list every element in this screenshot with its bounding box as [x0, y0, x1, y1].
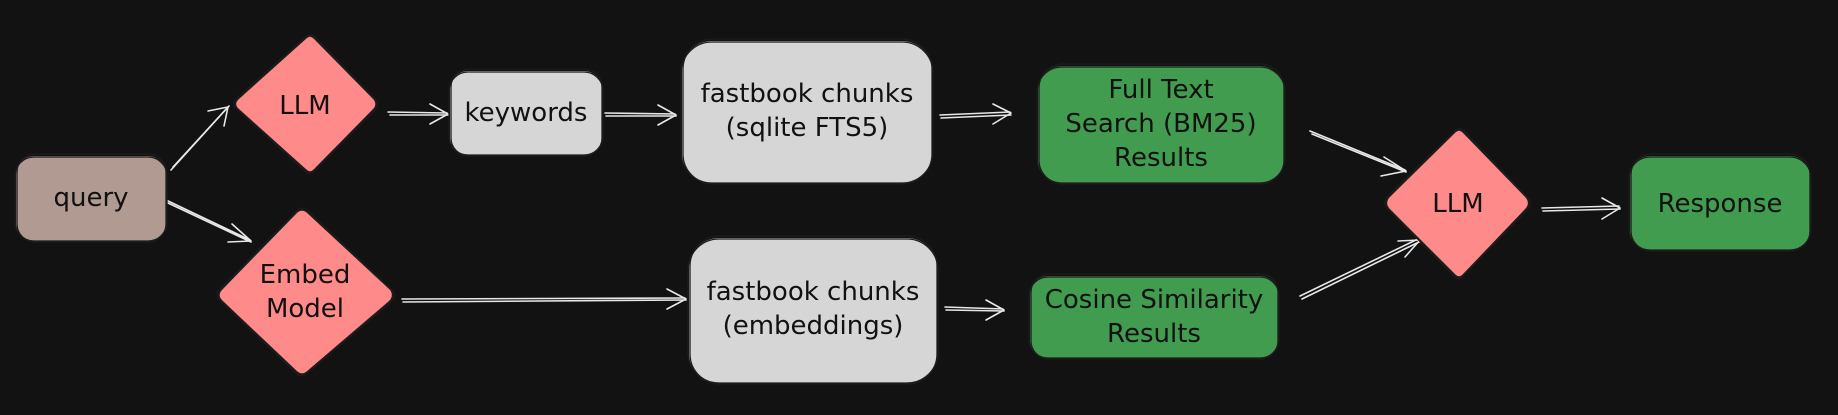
- response-label-line-1: Response: [1658, 189, 1783, 219]
- arrow-query-to-llm: [170, 105, 230, 171]
- fts-results-label-line-2: Search (BM25): [1065, 109, 1256, 139]
- cos-results-label-line-2: Results: [1107, 319, 1201, 349]
- emb-chunks-label-line-2: (embeddings): [723, 311, 904, 341]
- fts-chunks-label: fastbook chunks (sqlite FTS5): [701, 79, 914, 143]
- arrow-query-to-embed-model: [165, 199, 252, 243]
- fts-results-label-line-1: Full Text: [1108, 75, 1213, 105]
- llm-final-label-line-1: LLM: [1432, 189, 1483, 219]
- keywords-label: keywords: [465, 98, 588, 128]
- llm-top-label: LLM: [279, 91, 330, 121]
- keywords-node: keywords: [448, 68, 604, 157]
- arrow-cos-results-to-llm-final: [1299, 237, 1422, 300]
- arrow-llm-to-keywords: [387, 103, 449, 125]
- query-label-line-1: query: [53, 183, 128, 213]
- arrow-emb-chunks-to-cos-results: [944, 299, 1005, 321]
- query-node: query: [14, 153, 168, 243]
- emb-chunks-label: fastbook chunks (embeddings): [707, 277, 920, 341]
- query-label: query: [53, 183, 128, 213]
- llm-top-label-line-1: LLM: [279, 91, 330, 121]
- embed-model-label-line-1: Embed: [260, 260, 351, 290]
- embed-model-label-line-2: Model: [266, 294, 344, 324]
- emb-chunks-node: fastbook chunks (embeddings): [687, 235, 939, 385]
- arrow-keywords-to-fts-chunks: [604, 104, 677, 126]
- fts-results-label-line-3: Results: [1114, 143, 1208, 173]
- fts-chunks-label-line-2: (sqlite FTS5): [726, 113, 889, 143]
- llm-top-node: LLM: [233, 34, 379, 175]
- response-node: Response: [1628, 153, 1812, 252]
- fts-chunks-node: fastbook chunks (sqlite FTS5): [680, 38, 934, 185]
- response-label: Response: [1658, 189, 1783, 219]
- arrow-fts-results-to-llm-final: [1309, 130, 1407, 177]
- keywords-label-line-1: keywords: [465, 98, 588, 128]
- llm-final-label: LLM: [1432, 189, 1483, 219]
- arrow-llm-final-to-response: [1541, 197, 1621, 220]
- cos-results-label-line-1: Cosine Similarity: [1045, 285, 1264, 315]
- arrow-embed-model-to-emb-chunks: [401, 288, 687, 310]
- fts-chunks-label-line-1: fastbook chunks: [701, 79, 914, 109]
- arrow-fts-chunks-to-fts-results: [939, 103, 1012, 125]
- llm-final-node: LLM: [1384, 128, 1531, 280]
- emb-chunks-label-line-1: fastbook chunks: [707, 277, 920, 307]
